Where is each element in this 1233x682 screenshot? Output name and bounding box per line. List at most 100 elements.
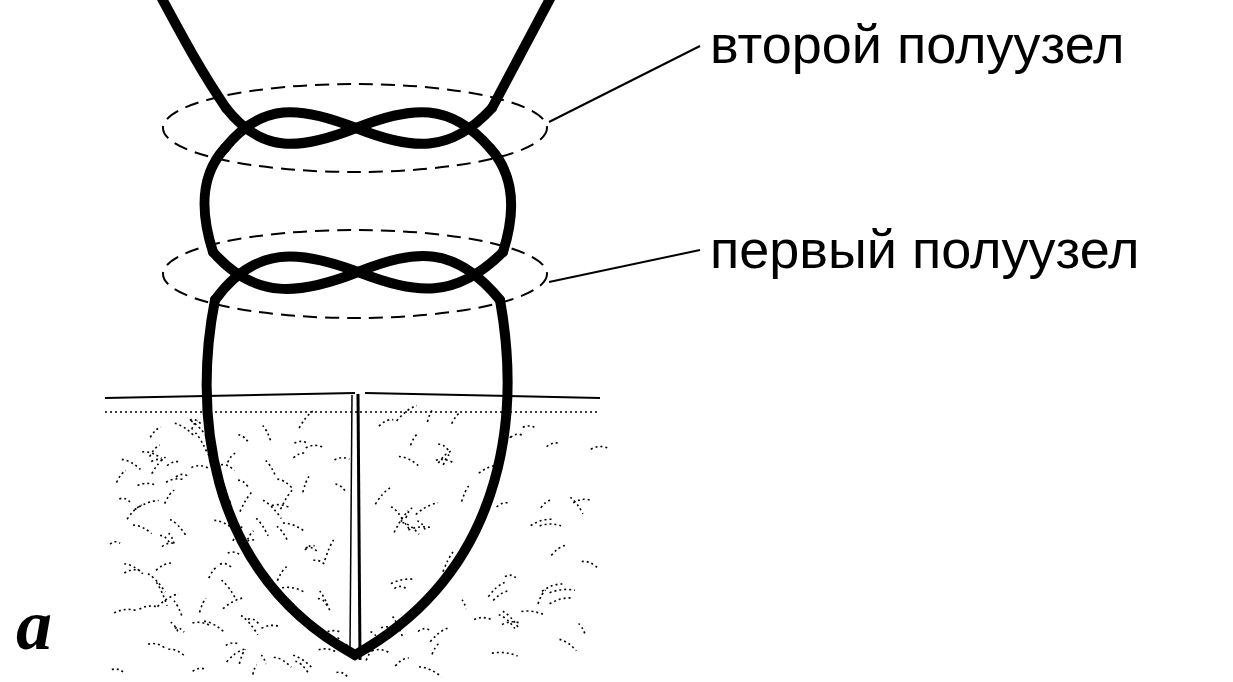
- label-text: первый полуузел: [710, 217, 1139, 282]
- tissue-texture: [540, 524, 561, 526]
- tissue-texture: [191, 466, 208, 468]
- tissue-texture: [551, 545, 566, 555]
- tissue-texture: [511, 434, 523, 437]
- tissue-texture: [430, 628, 449, 642]
- tissue-texture: [401, 521, 410, 530]
- tissue-texture: [579, 624, 586, 636]
- tissue-texture: [531, 519, 553, 525]
- tissue-texture: [200, 598, 206, 612]
- tissue-texture: [443, 454, 449, 465]
- tissue-texture: [452, 412, 462, 424]
- tissue-texture: [438, 444, 449, 451]
- tissue-texture: [167, 462, 181, 466]
- tissue-texture: [406, 508, 413, 518]
- tissue-texture: [408, 527, 432, 530]
- tissue-texture: [135, 500, 159, 509]
- tissue-texture: [582, 561, 597, 567]
- tissue-texture: [193, 668, 207, 671]
- tissue-texture: [418, 629, 429, 632]
- tissue-texture: [306, 547, 318, 551]
- tissue-texture: [148, 643, 164, 647]
- tissue-texture: [432, 643, 440, 654]
- tissue-texture: [277, 526, 288, 541]
- tissue-texture: [538, 590, 546, 604]
- tissue-texture: [170, 520, 186, 535]
- knot-marker: [163, 84, 547, 318]
- leader-line: [549, 46, 700, 122]
- tissue-texture: [162, 543, 175, 547]
- tissue-texture: [299, 411, 313, 428]
- tissue-texture: [313, 560, 326, 566]
- tissue-texture: [542, 584, 563, 591]
- tissue-texture: [547, 443, 560, 447]
- tissue-texture: [417, 521, 425, 529]
- tissue-texture: [228, 453, 236, 462]
- tissue-texture: [416, 503, 438, 515]
- incision: [358, 394, 360, 660]
- tissue-texture: [222, 580, 237, 600]
- tissue-texture: [277, 479, 292, 488]
- tissue-texture: [263, 500, 281, 518]
- tissue-texture: [541, 500, 552, 508]
- tissue-texture: [238, 435, 249, 444]
- tissue-texture: [204, 621, 225, 633]
- tissue-texture: [160, 536, 169, 542]
- leader-line: [549, 250, 700, 282]
- tissue-texture: [303, 476, 309, 492]
- tissue-texture: [372, 650, 389, 653]
- tissue-texture: [112, 669, 125, 674]
- tissue-texture: [175, 628, 184, 632]
- tissue-texture: [263, 426, 271, 442]
- tissue-texture: [277, 567, 287, 581]
- tissue-texture: [492, 652, 518, 656]
- tissue-texture: [320, 591, 331, 612]
- tissue-texture: [318, 599, 327, 606]
- tissue-texture: [239, 649, 245, 664]
- tissue-texture: [560, 639, 577, 650]
- tissue-texture: [497, 503, 510, 507]
- tissue-texture: [462, 600, 466, 609]
- tissue-texture: [261, 655, 266, 664]
- suture-thread: [160, 0, 552, 655]
- tissue-texture: [570, 497, 583, 513]
- tissue-texture: [223, 598, 245, 609]
- tissue-texture: [274, 657, 292, 667]
- tissue-texture: [139, 606, 158, 609]
- tissue-texture: [499, 615, 515, 629]
- figure-letter: а: [16, 582, 52, 668]
- tissue-texture: [523, 426, 537, 429]
- tissue-texture: [227, 649, 244, 662]
- tissue-texture: [336, 672, 348, 677]
- suture-strand: [490, 148, 511, 252]
- knot-strand: [213, 252, 500, 300]
- tissue-texture: [521, 611, 545, 616]
- tissue-texture: [438, 451, 452, 463]
- tissue-texture: [591, 447, 608, 450]
- tissue-texture: [124, 564, 143, 574]
- tissue-texture: [266, 461, 277, 478]
- tissue-texture: [133, 525, 151, 534]
- tissue-texture: [334, 458, 349, 460]
- label-text: второй полуузел: [710, 12, 1124, 77]
- dashed-ellipse: [163, 84, 547, 172]
- tissue-texture: [156, 563, 173, 570]
- tissue-texture: [293, 655, 313, 669]
- tissue-texture: [550, 589, 575, 592]
- tissue-texture: [238, 480, 248, 487]
- tissue-texture: [150, 427, 161, 437]
- tissue-texture: [221, 465, 234, 471]
- tissue-texture: [138, 483, 157, 485]
- tissue-texture: [165, 490, 175, 504]
- tissue-texture: [142, 452, 161, 459]
- tissue-texture: [122, 459, 141, 469]
- tissue-texture: [474, 618, 491, 620]
- tissue-texture: [256, 518, 268, 535]
- tissue-texture: [399, 457, 418, 466]
- tissue-texture: [319, 649, 337, 652]
- incision-edge: [350, 395, 352, 650]
- tissue-texture: [550, 598, 573, 604]
- tissue-texture: [282, 587, 304, 591]
- tissue-texture: [375, 488, 390, 505]
